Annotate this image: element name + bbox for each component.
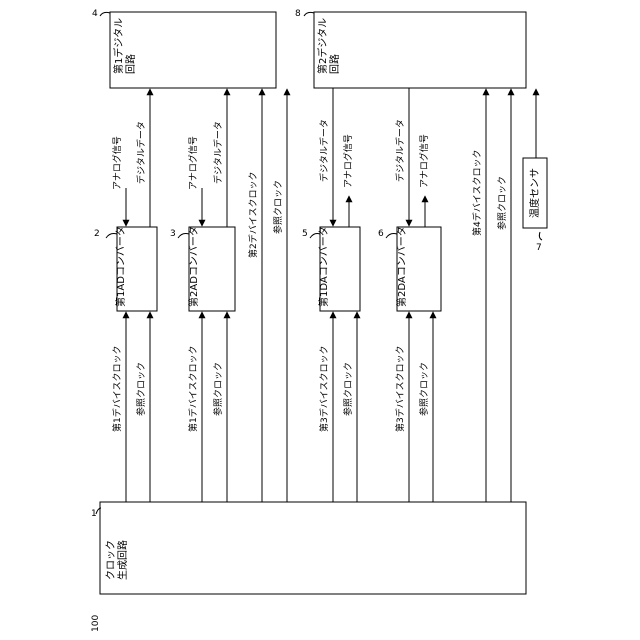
dig2-devclk-label: 第4デバイスクロック xyxy=(471,150,483,236)
ref-leader-6 xyxy=(386,234,397,239)
ref-leader-3 xyxy=(178,234,189,239)
temperature-sensor-label: 温度センサ xyxy=(528,168,541,218)
ref-number-2: 2 xyxy=(94,229,100,239)
first-digital-circuit-label-line2: 回路 xyxy=(124,54,137,74)
ref-leader-7 xyxy=(539,232,542,240)
clock-generator-label-line1: クロック xyxy=(105,540,117,580)
dac1-digital-label: デジタルデータ xyxy=(318,119,330,182)
dig1-refclk-label: 参照クロック xyxy=(272,180,284,234)
ref-leader-8 xyxy=(304,12,314,16)
dig2-refclk-label: 参照クロック xyxy=(496,176,508,230)
adc2-analog-label: アナログ信号 xyxy=(187,136,199,190)
dac1-devclk-label: 第3デバイスクロック xyxy=(318,346,330,432)
ref-number-1: 1 xyxy=(91,509,97,519)
dac2-devclk-label: 第3デバイスクロック xyxy=(394,346,406,432)
ref-leader-4 xyxy=(100,12,110,16)
adc1-refclk-label: 参照クロック xyxy=(135,362,147,416)
ref-number-8: 8 xyxy=(295,9,301,19)
dig1-devclk-label: 第2デバイスクロック xyxy=(247,172,259,258)
adc2-refclk-label: 参照クロック xyxy=(212,362,224,416)
ref-number-4: 4 xyxy=(92,9,98,19)
first-digital-circuit-label-line1: 第1デジタル xyxy=(112,18,125,74)
clock-generator-label-line2: 生成回路 xyxy=(116,540,129,580)
first-digital-circuit-block xyxy=(110,12,276,88)
second-ad-converter-label: 第2ADコンバータ xyxy=(187,226,200,307)
dac1-refclk-label: 参照クロック xyxy=(342,362,354,416)
second-digital-circuit-block xyxy=(314,12,526,88)
second-digital-circuit-label-line1: 第2デジタル xyxy=(316,18,329,74)
ref-number-3: 3 xyxy=(170,229,176,239)
adc2-devclk-label: 第1デバイスクロック xyxy=(187,346,199,432)
adc1-digital-label: デジタルデータ xyxy=(135,121,147,184)
ref-number-7: 7 xyxy=(536,243,542,253)
ref-number-6: 6 xyxy=(378,229,384,239)
clock-generator-block xyxy=(100,502,526,594)
dac1-analog-label: アナログ信号 xyxy=(342,134,354,188)
adc1-analog-label: アナログ信号 xyxy=(111,136,123,190)
ref-number-5: 5 xyxy=(302,229,308,239)
second-digital-circuit-label-line2: 回路 xyxy=(328,54,341,74)
first-ad-converter-label: 第1ADコンバータ xyxy=(114,226,127,307)
second-da-converter-label: 第2DAコンバータ xyxy=(395,226,408,307)
dac2-analog-label: アナログ信号 xyxy=(418,134,430,188)
dac2-digital-label: デジタルデータ xyxy=(394,119,406,182)
dac2-refclk-label: 参照クロック xyxy=(418,362,430,416)
adc1-devclk-label: 第1デバイスクロック xyxy=(111,346,123,432)
figure-number: 100 xyxy=(91,615,101,632)
first-da-converter-label: 第1DAコンバータ xyxy=(317,226,330,307)
adc2-digital-label: デジタルデータ xyxy=(212,121,224,184)
